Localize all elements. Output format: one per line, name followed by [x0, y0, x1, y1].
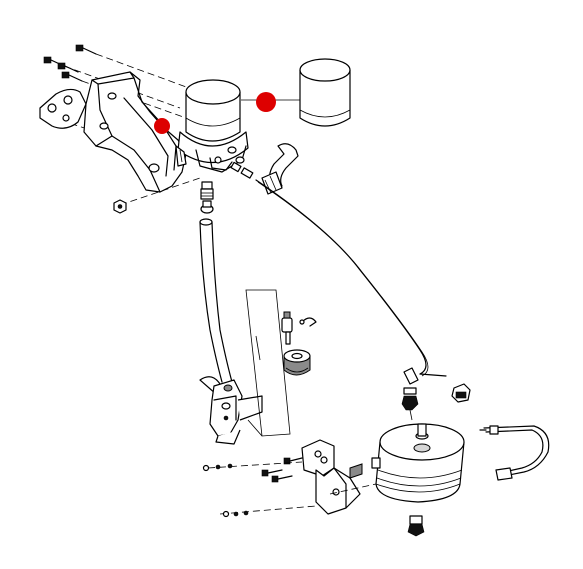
screw	[61, 71, 83, 82]
screw	[75, 44, 97, 55]
bolt	[261, 469, 283, 477]
bolt	[271, 475, 293, 483]
bolt	[283, 457, 303, 465]
inset-panel	[245, 289, 291, 437]
drain-valve	[283, 349, 311, 376]
hose-elbow-fitting	[261, 143, 299, 195]
hotspot-marker-2[interactable]	[256, 92, 276, 112]
hotspot-marker-1[interactable]	[154, 118, 170, 134]
outlet-fitting	[230, 161, 254, 179]
replacement-cartridge	[299, 58, 351, 127]
hose-connector	[200, 181, 214, 214]
tank-mount-bracket	[301, 439, 363, 515]
air-tank	[371, 423, 465, 503]
bracket-nut	[113, 199, 127, 214]
tank-inlet-fitting	[401, 367, 419, 421]
air-hose	[199, 218, 233, 383]
tank-mount-bolts	[207, 457, 377, 515]
gasket-plate	[39, 88, 87, 129]
valve-bracket	[199, 376, 263, 445]
tank-drain-plug	[407, 515, 425, 537]
valve-fitting	[281, 311, 293, 345]
tank-strap	[479, 425, 550, 481]
air-dryer	[175, 79, 249, 173]
tank-plug	[451, 383, 471, 403]
air-line	[255, 179, 447, 377]
retaining-clip	[299, 317, 317, 327]
mounting-screws	[43, 44, 97, 82]
nuts-washers	[202, 463, 249, 518]
mounting-bracket	[83, 71, 187, 193]
